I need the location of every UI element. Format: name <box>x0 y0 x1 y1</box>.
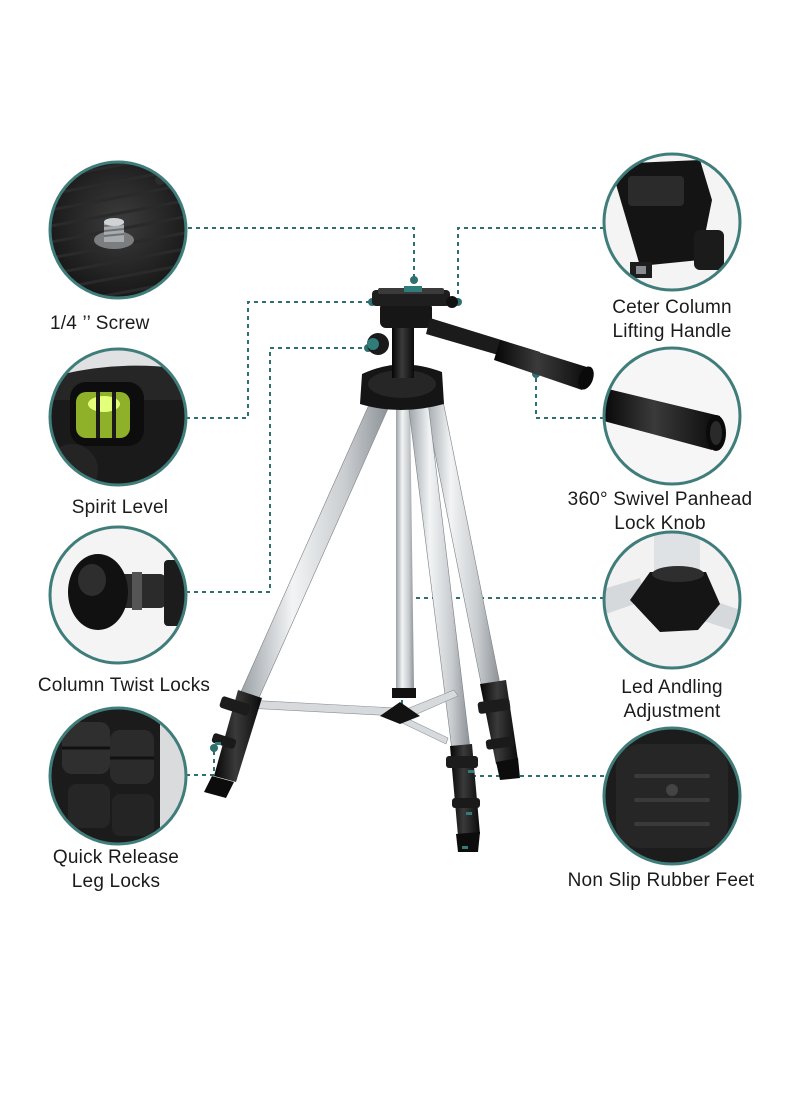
screw-callout-image <box>48 160 188 300</box>
lifting-handle-callout-image <box>602 152 742 292</box>
swivel-panhead-callout-image <box>602 346 742 486</box>
leg-adjustment-callout-image <box>602 530 742 670</box>
swivel-panhead-label-line-1: 360° Swivel Panhead <box>567 489 753 510</box>
lifting-handle-label-line-1: Ceter Column <box>612 297 732 318</box>
column-twist-label: Column Twist Locks <box>14 674 234 698</box>
lifting-handle-label: Ceter Column Lifting Handle <box>592 296 752 344</box>
quick-release-callout-image <box>48 706 188 846</box>
rubber-feet-label: Non Slip Rubber Feet <box>546 869 776 893</box>
screw-label-line: 1/4 ’’ Screw <box>50 313 150 334</box>
rubber-feet-label-line: Non Slip Rubber Feet <box>567 870 755 891</box>
quick-release-label-line-1: Quick Release <box>52 847 180 868</box>
spirit-level-callout-image <box>48 347 188 487</box>
column-twist-label-line: Column Twist Locks <box>37 675 211 696</box>
leg-adjustment-label-line-1: Led Andling <box>621 677 723 698</box>
leg-adjustment-label: Led Andling Adjustment <box>592 676 752 724</box>
column-twist-callout-image <box>48 525 188 665</box>
swivel-panhead-label-line-2: Lock Knob <box>614 513 706 534</box>
screw-label: 1/4 ’’ Screw <box>50 312 190 336</box>
quick-release-label-line-2: Leg Locks <box>71 871 161 892</box>
rubber-feet-callout-image <box>602 726 742 866</box>
swivel-panhead-label: 360° Swivel Panhead Lock Knob <box>550 488 770 536</box>
spirit-level-label: Spirit Level <box>40 496 200 520</box>
quick-release-label: Quick Release Leg Locks <box>36 846 196 894</box>
tripod <box>204 286 594 852</box>
spirit-level-label-line: Spirit Level <box>71 497 169 518</box>
lifting-handle-label-line-2: Lifting Handle <box>612 321 732 342</box>
leg-adjustment-label-line-2: Adjustment <box>623 701 721 722</box>
